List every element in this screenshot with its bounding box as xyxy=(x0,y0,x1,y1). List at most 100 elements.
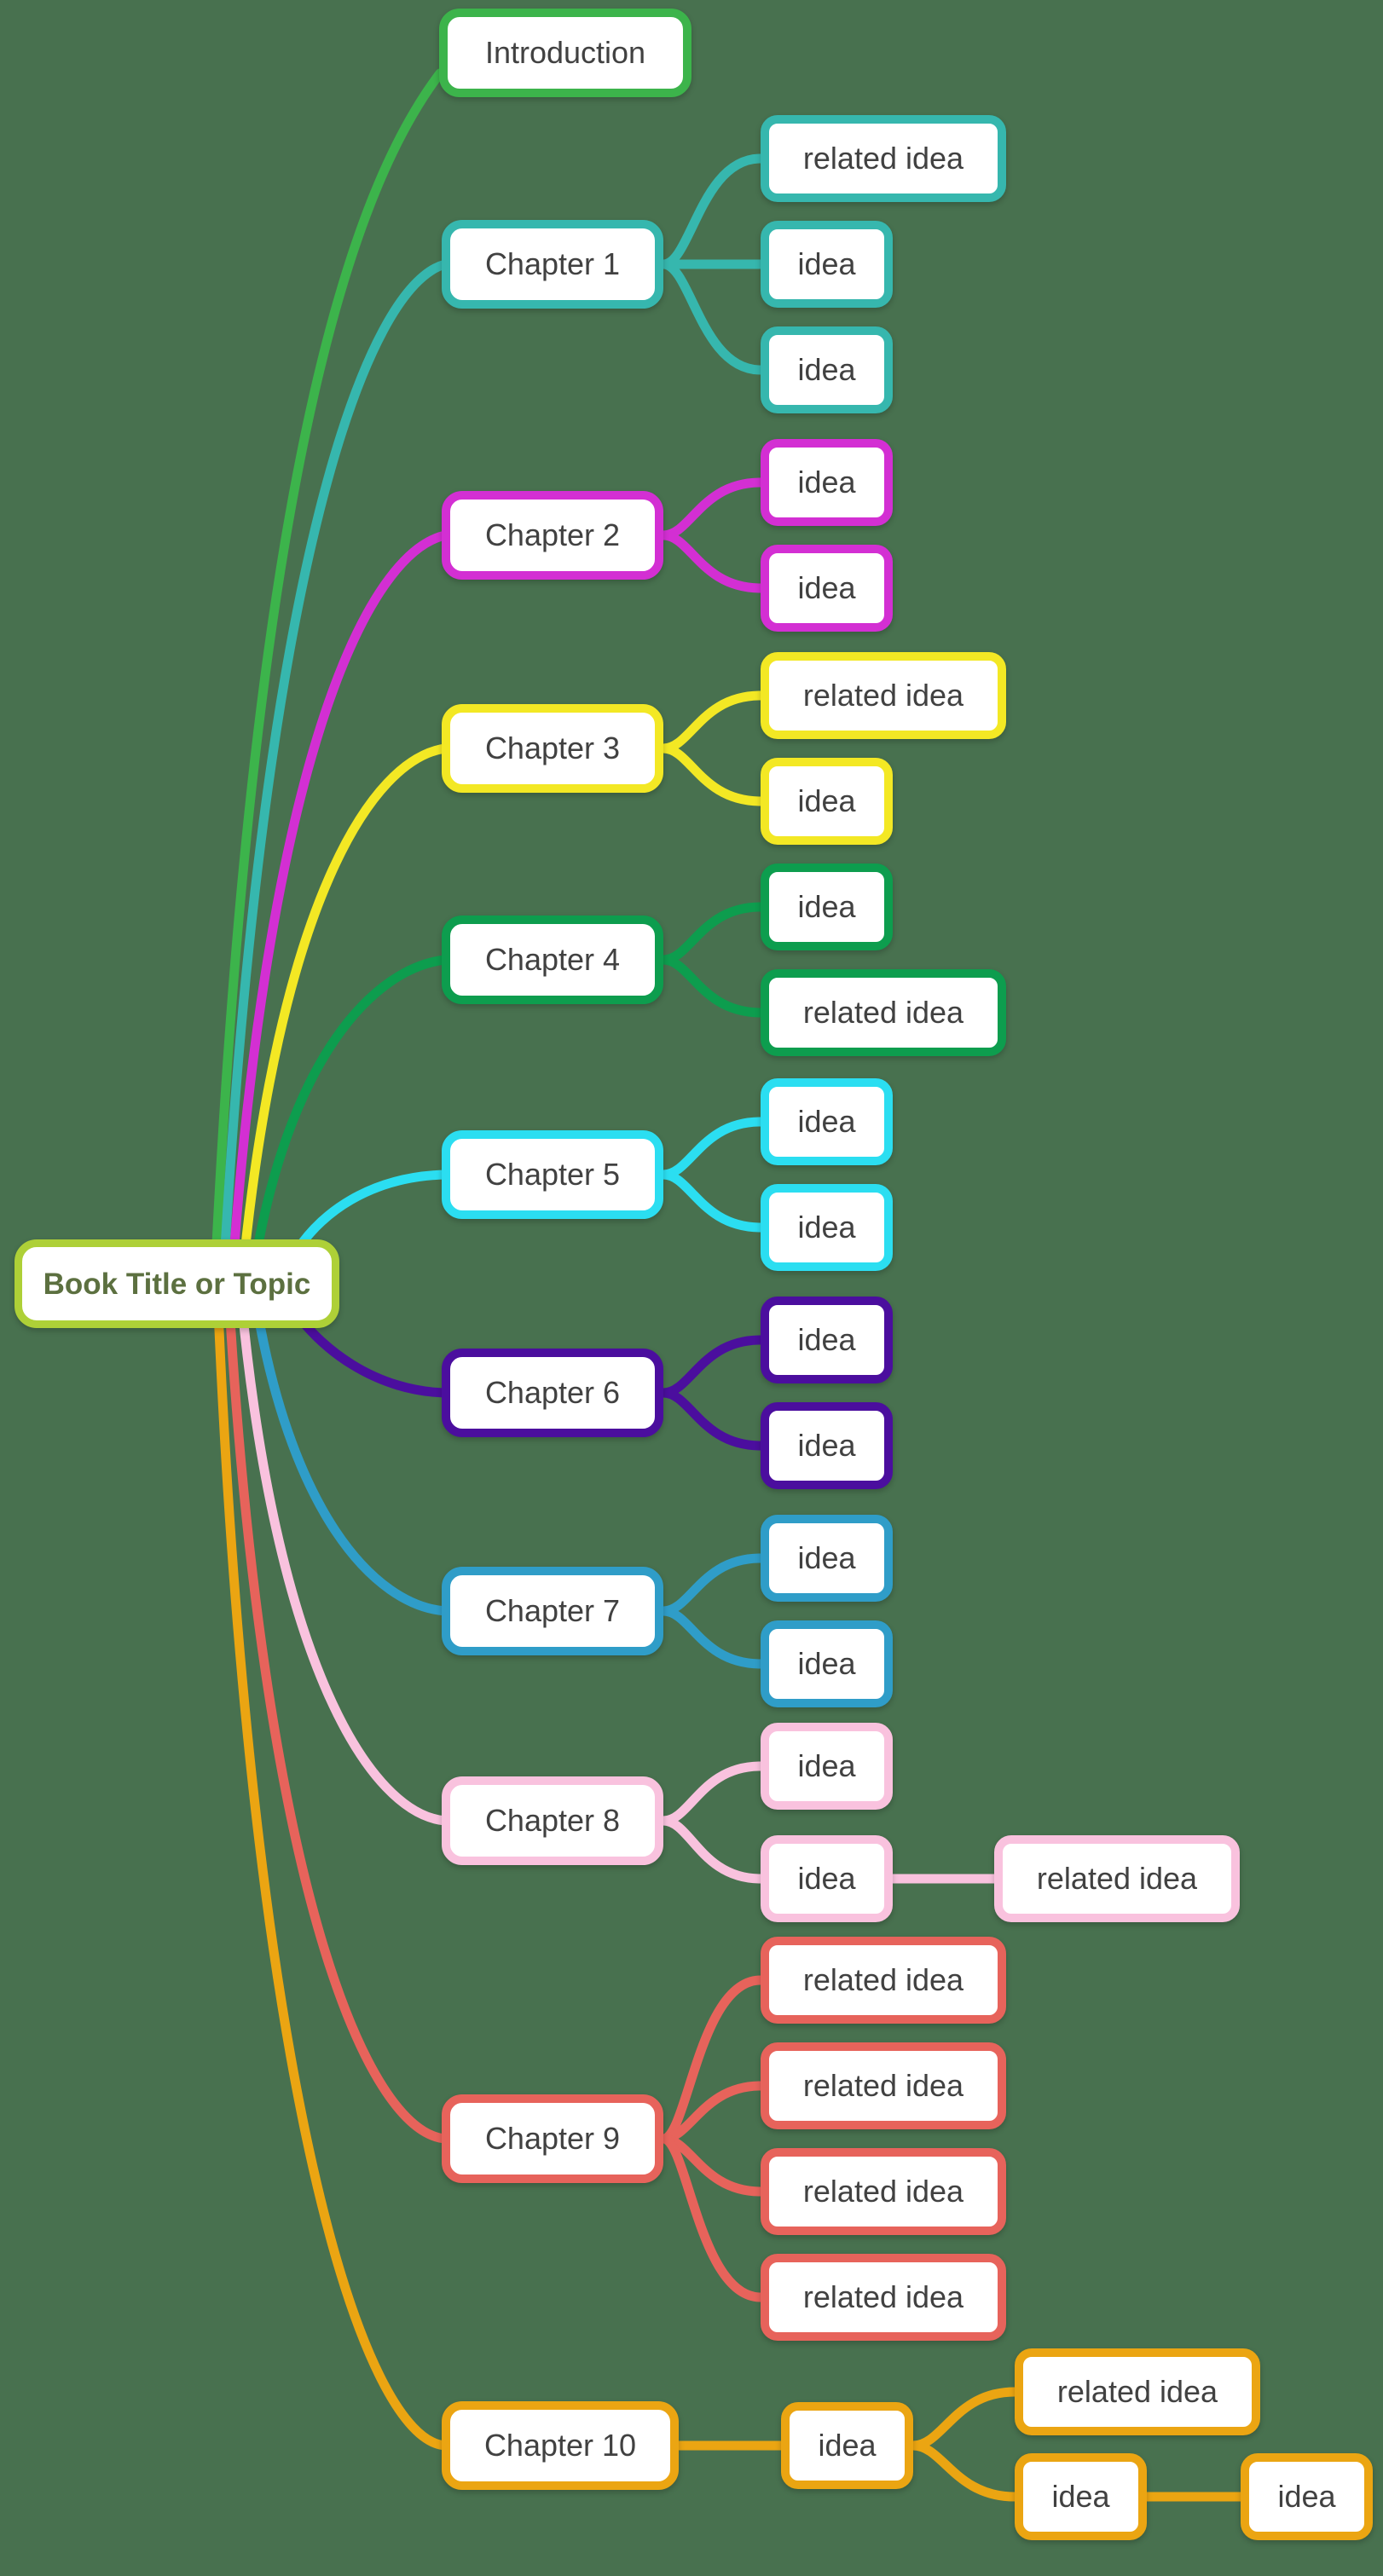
node-ch1-related-idea[interactable]: related idea xyxy=(761,115,1006,202)
connector-ch5-idea-1 xyxy=(658,1117,766,1180)
connector-ch4-idea xyxy=(658,902,766,965)
node-ch2-idea-1[interactable]: idea xyxy=(761,439,893,526)
node-introduction[interactable]: Introduction xyxy=(439,9,692,97)
node-label: related idea xyxy=(802,678,964,713)
node-ch3-related-idea[interactable]: related idea xyxy=(761,652,1006,739)
connector-root-chapter-1 xyxy=(218,259,450,1284)
node-chapter-6[interactable]: Chapter 6 xyxy=(442,1349,663,1437)
node-label: Chapter 4 xyxy=(484,942,621,977)
connector-ch4-related-idea xyxy=(658,955,766,1018)
node-label: related idea xyxy=(802,995,964,1030)
connector-ch2-idea-2 xyxy=(658,530,766,593)
node-chapter-3[interactable]: Chapter 3 xyxy=(442,704,663,793)
node-label: idea xyxy=(818,2428,877,2463)
connector-root-chapter-4 xyxy=(247,955,450,1284)
node-label: idea xyxy=(797,246,856,281)
connector-ch1-idea-2 xyxy=(658,259,766,375)
node-ch8-idea-2[interactable]: idea xyxy=(761,1835,893,1922)
connector-ch7-idea-1 xyxy=(658,1553,766,1616)
connector-ch10-idea-related-idea xyxy=(908,2387,1020,2451)
node-label: idea xyxy=(1051,2479,1110,2514)
connector-ch8-idea-2 xyxy=(658,1816,766,1884)
node-ch7-idea-2[interactable]: idea xyxy=(761,1620,893,1707)
node-label: related idea xyxy=(802,2068,964,2103)
node-label: idea xyxy=(797,570,856,605)
node-label: idea xyxy=(797,889,856,924)
node-root[interactable]: Book Title or Topic xyxy=(14,1239,339,1328)
node-ch9-related-4[interactable]: related idea xyxy=(761,2254,1006,2341)
node-label: idea xyxy=(797,1748,856,1783)
node-label: related idea xyxy=(1056,2374,1218,2409)
node-ch9-related-3[interactable]: related idea xyxy=(761,2148,1006,2235)
connector-ch6-idea-2 xyxy=(658,1388,766,1451)
connector-ch1-related-idea xyxy=(658,153,766,269)
connector-root-chapter-8 xyxy=(235,1285,450,1826)
node-ch10-related-idea[interactable]: related idea xyxy=(1015,2348,1260,2435)
connector-ch9-related-1 xyxy=(658,1975,766,2144)
node-ch6-idea-2[interactable]: idea xyxy=(761,1402,893,1489)
connector-ch2-idea-1 xyxy=(658,477,766,540)
node-chapter-7[interactable]: Chapter 7 xyxy=(442,1567,663,1655)
node-label: idea xyxy=(797,783,856,818)
node-label: Chapter 1 xyxy=(484,246,621,281)
node-ch9-related-1[interactable]: related idea xyxy=(761,1937,1006,2024)
node-label: idea xyxy=(797,1646,856,1681)
node-ch2-idea-2[interactable]: idea xyxy=(761,545,893,632)
node-label: Introduction xyxy=(484,35,646,70)
node-ch5-idea-1[interactable]: idea xyxy=(761,1078,893,1165)
node-ch10-idea-idea[interactable]: idea xyxy=(1015,2453,1147,2540)
node-label: Chapter 7 xyxy=(484,1593,621,1628)
connector-ch5-idea-2 xyxy=(658,1170,766,1233)
node-chapter-5[interactable]: Chapter 5 xyxy=(442,1130,663,1219)
node-label: related idea xyxy=(802,2279,964,2314)
node-label: Chapter 6 xyxy=(484,1375,621,1410)
node-chapter-1[interactable]: Chapter 1 xyxy=(442,220,663,309)
node-ch10-idea-idea-idea[interactable]: idea xyxy=(1241,2453,1373,2540)
connector-ch6-idea-1 xyxy=(658,1335,766,1398)
node-label: idea xyxy=(797,1104,856,1139)
node-label: Chapter 9 xyxy=(484,2121,621,2156)
connector-root-chapter-10 xyxy=(212,1285,450,2451)
node-chapter-8[interactable]: Chapter 8 xyxy=(442,1776,663,1865)
connector-root-chapter-2 xyxy=(227,530,450,1284)
node-ch6-idea-1[interactable]: idea xyxy=(761,1297,893,1383)
node-label: related idea xyxy=(1036,1861,1198,1896)
connector-ch8-idea-1 xyxy=(658,1761,766,1826)
node-label: idea xyxy=(797,352,856,387)
node-chapter-4[interactable]: Chapter 4 xyxy=(442,915,663,1004)
node-ch4-related-idea[interactable]: related idea xyxy=(761,969,1006,1056)
node-ch8-idea-1[interactable]: idea xyxy=(761,1723,893,1810)
node-label: related idea xyxy=(802,1962,964,1997)
connector-ch7-idea-2 xyxy=(658,1606,766,1669)
node-ch5-idea-2[interactable]: idea xyxy=(761,1184,893,1271)
node-label: related idea xyxy=(802,141,964,176)
node-chapter-10[interactable]: Chapter 10 xyxy=(442,2401,679,2490)
node-ch3-idea[interactable]: idea xyxy=(761,758,893,845)
node-label: idea xyxy=(1277,2479,1336,2514)
node-ch7-idea-1[interactable]: idea xyxy=(761,1515,893,1602)
node-label: idea xyxy=(797,1322,856,1357)
node-ch1-idea-1[interactable]: idea xyxy=(761,221,893,308)
node-label: Chapter 5 xyxy=(484,1157,621,1192)
node-label: Chapter 3 xyxy=(484,731,621,765)
connector-root-chapter-3 xyxy=(237,743,450,1284)
node-label: related idea xyxy=(802,2174,964,2209)
node-ch1-idea-2[interactable]: idea xyxy=(761,326,893,413)
node-ch9-related-2[interactable]: related idea xyxy=(761,2042,1006,2129)
connector-root-chapter-9 xyxy=(223,1285,450,2144)
connector-root-introduction xyxy=(210,68,445,1284)
node-chapter-9[interactable]: Chapter 9 xyxy=(442,2094,663,2183)
node-label: Chapter 10 xyxy=(483,2428,637,2463)
node-chapter-2[interactable]: Chapter 2 xyxy=(442,491,663,580)
node-label: idea xyxy=(797,1428,856,1463)
node-ch10-idea[interactable]: idea xyxy=(781,2402,913,2489)
node-label: idea xyxy=(797,465,856,500)
node-ch8-related-idea[interactable]: related idea xyxy=(994,1835,1240,1922)
connector-ch3-related-idea xyxy=(658,690,766,754)
connector-ch9-related-4 xyxy=(658,2134,766,2302)
node-label: idea xyxy=(797,1861,856,1896)
connector-ch10-idea-idea xyxy=(908,2440,1020,2502)
node-ch4-idea[interactable]: idea xyxy=(761,863,893,950)
connector-ch3-idea xyxy=(658,743,766,806)
